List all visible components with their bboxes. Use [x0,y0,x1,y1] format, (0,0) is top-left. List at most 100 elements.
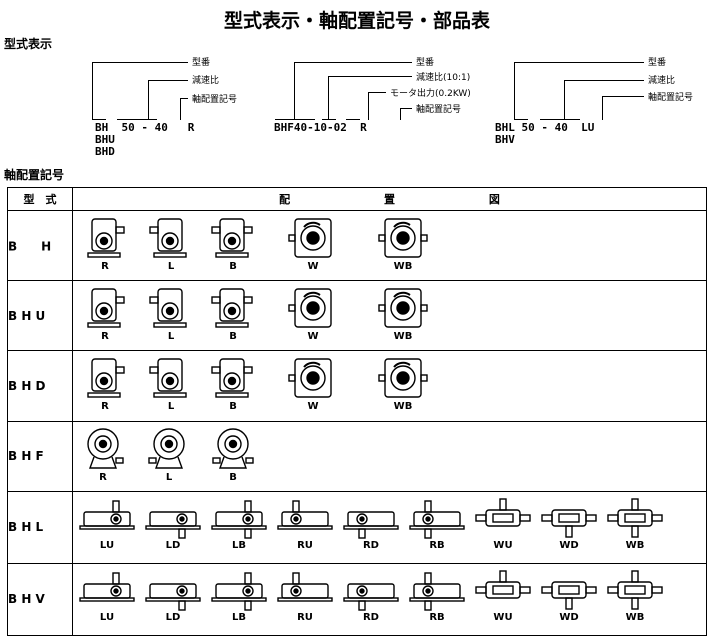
model-label: 型番 [648,58,667,68]
page-title: 型式表示・軸配置記号・部品表 [223,10,490,32]
model-code: BHF40-10-02 R [274,121,367,134]
arrangement-code: B [229,261,237,273]
arrangement-r: R [75,215,135,272]
arrangement-code: R [101,261,109,273]
arrangement-code: W [307,331,319,343]
arrangement-code: LD [165,539,181,551]
arrangement-lu: LU [77,496,137,551]
arrangement-wb: WB [605,568,665,623]
table-row: B H D R L B W WB [7,350,707,422]
model-code: BHL 50 - 40 LU [495,121,595,134]
row-type: B H D [8,378,46,393]
arrangement-diagram-icon [87,427,124,469]
arrangement-code: B [229,401,237,413]
arrangement-rb: RB [407,496,467,551]
arrangement-code: WB [393,261,413,273]
arrangement-wb: WB [605,496,665,551]
row-type: B H [8,239,52,254]
arrangement-diagram-icon [277,572,333,602]
arrangement-code: WB [393,331,413,343]
arrangement-code: B [229,331,237,343]
arrangement-code: RD [362,611,379,623]
header-type: 型 式 [7,186,73,212]
arrangement-diagram-icon [211,499,267,539]
model-label: 型番 [192,58,211,68]
arrangement-code: WB [625,539,645,551]
arrangement-label: 軸配置記号 [192,95,238,105]
arrangement-wu: WU [473,496,533,551]
arrangement-diagram-icon [211,288,253,328]
model-variant: BHV [495,133,515,146]
arrangement-code: RB [429,611,445,623]
arrangement-diagram-icon [378,288,428,328]
arrangement-code: WB [393,401,413,413]
arrangement-code: RU [297,539,313,551]
arrangement-diagram-icon [607,497,663,538]
arrangement-diagram-icon [145,583,201,611]
arrangement-diagram-icon [343,583,399,611]
arrangement-wd: WD [539,568,599,623]
arrangement-code: W [307,261,319,273]
arrangement-b: B [203,215,263,272]
arrangement-rd: RD [341,568,401,623]
arrangement-lb: LB [209,568,269,623]
arrangement-ld: LD [143,496,203,551]
section-title-model: 型式表示 [4,37,53,51]
model-variant: BHD [95,145,115,158]
arrangement-diagram-icon [149,288,187,328]
arrangement-diagram-icon [79,499,135,530]
arrangement-b: B [203,355,263,412]
arrangement-code: L [167,261,175,273]
section-title-arrangement: 軸配置記号 [4,168,65,182]
arrangement-code: RD [362,539,379,551]
motor-output-label: モータ出力(0.2KW) [390,89,471,99]
arrangement-diagram-icon [541,581,597,610]
arrangement-r: R [75,285,135,342]
model-code: BH 50 - 40 R [95,121,195,134]
arrangement-ld: LD [143,568,203,623]
row-figures: R L B W WB [72,210,707,282]
arrangement-wb: WB [373,285,433,342]
arrangement-code: R [99,471,107,483]
arrangement-code: LB [232,539,246,551]
arrangement-wd: WD [539,496,599,551]
row-type: B H F [8,449,44,464]
arrangement-code: L [167,401,175,413]
arrangement-diagram-icon [343,510,399,539]
arrangement-ru: RU [275,568,335,623]
arrangement-diagram-icon [409,499,465,539]
arrangement-b: B [203,426,263,483]
arrangement-r: R [73,426,133,483]
model-variant: BHU [95,133,115,146]
arrangement-code: WD [559,539,579,551]
arrangement-diagram-icon [87,358,125,399]
arrangement-r: R [75,355,135,412]
arrangement-wu: WU [473,568,533,623]
row-type: B H U [8,308,46,323]
arrangement-diagram-icon [541,508,597,538]
table-header-row: 型 式 配 置 図 [7,186,707,212]
arrangement-diagram-icon [288,218,332,258]
arrangement-diagram-icon [145,510,201,539]
arrangement-diagram-icon [277,499,333,530]
arrangement-code: R [101,331,109,343]
arrangement-wb: WB [373,215,433,272]
arrangement-code: WU [493,539,513,551]
arrangement-lu: LU [77,568,137,623]
arrangement-rd: RD [341,496,401,551]
arrangement-diagram-icon [212,427,254,469]
arrangement-l: L [141,355,201,412]
arrangement-code: W [307,401,319,413]
arrangement-diagram-icon [378,218,428,258]
arrangement-diagram-icon [211,572,267,611]
ratio-label: 減速比 [648,76,676,86]
arrangement-diagram-icon [87,218,125,258]
arrangement-l: L [141,215,201,272]
